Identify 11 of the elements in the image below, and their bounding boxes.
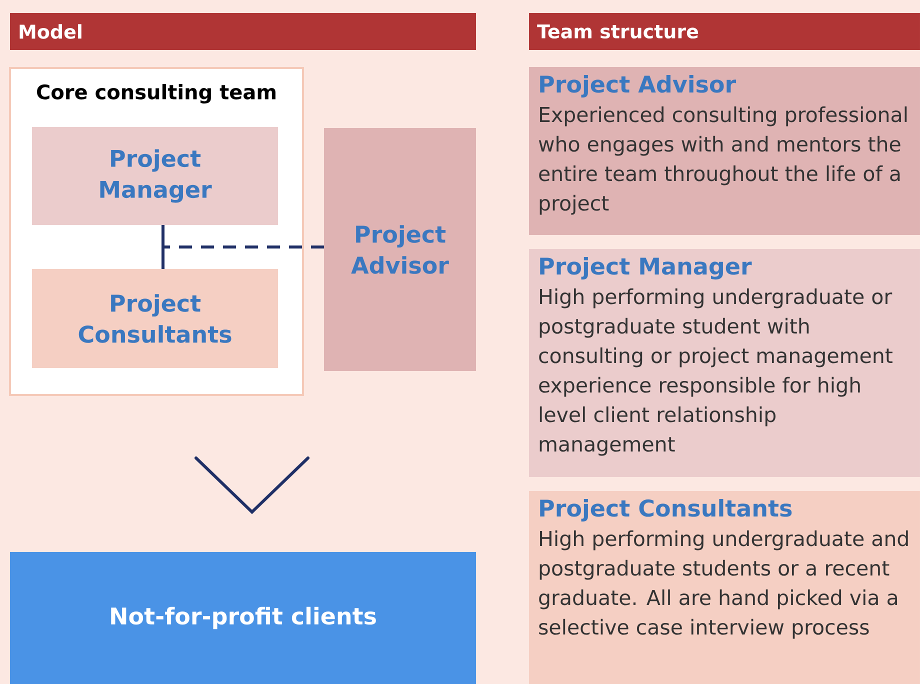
role-box: Project Consultants	[32, 269, 278, 368]
description-panel: Project Manager High performing undergraduate or postgraduate student with consulting or project management experience responsible for high level client relationship management	[529, 249, 920, 477]
dashed-line	[163, 246, 324, 248]
connector-line	[162, 225, 164, 269]
header-bar: Model	[10, 13, 476, 50]
description-panel: Project Consultants High performing undergraduate and postgraduate students or a recent graduate. All are hand picked via a selective case interview process	[529, 491, 920, 684]
role-box: Project Advisor	[324, 128, 476, 371]
role-box: Project Manager	[32, 127, 278, 225]
description-panel: Project Advisor Experienced consulting professional who engages with and mentors the entire team throughout the life of a project	[529, 67, 920, 235]
header-bar: Team structure	[529, 13, 920, 50]
clients-box: Not-for-profit clients	[10, 552, 476, 684]
